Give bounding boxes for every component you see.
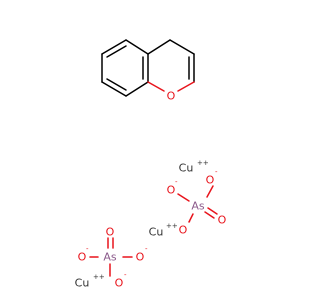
copper-symbol: Cu <box>149 226 164 239</box>
chromene-molecule: O <box>101 39 195 103</box>
copper-charge: ++ <box>197 159 209 167</box>
oxygen-label: O <box>206 174 215 187</box>
copper-charge: ++ <box>166 222 178 230</box>
structure-canvas: O Cu ++ As O - O - O O - Cu ++ As O O - <box>75 39 227 290</box>
double-bond <box>207 207 218 215</box>
oxygen-charge: - <box>175 178 178 186</box>
copper-ion-3: Cu ++ <box>75 273 105 290</box>
bond <box>177 193 190 202</box>
double-bond <box>106 45 127 58</box>
oxygen-charge: - <box>145 245 148 253</box>
copper-symbol: Cu <box>75 277 90 290</box>
bond <box>206 185 214 198</box>
oxygen-charge: - <box>188 218 191 226</box>
bond <box>169 39 195 55</box>
copper-ion-1: Cu ++ <box>179 159 209 175</box>
double-bond <box>204 211 215 219</box>
arsenate-ion-2: As O O - O - O - <box>78 226 148 290</box>
oxygen-label: O <box>78 251 87 264</box>
bond <box>147 39 171 55</box>
oxygen-charge: - <box>215 168 218 176</box>
oxygen-label: O <box>136 251 145 264</box>
bond <box>125 39 149 55</box>
bond <box>101 39 127 55</box>
copper-charge: ++ <box>93 273 105 281</box>
bond <box>147 81 165 92</box>
copper-symbol: Cu <box>179 162 194 175</box>
copper-ion-2: Cu ++ <box>149 222 178 239</box>
bond <box>177 81 195 92</box>
double-bond <box>106 78 127 91</box>
chemical-structure-diagram: O Cu ++ As O - O - O O - Cu ++ As O O - <box>75 39 227 290</box>
bond <box>188 213 194 223</box>
bond <box>125 81 149 97</box>
arsenic-symbol: As <box>103 251 117 264</box>
oxygen-label: O <box>106 226 115 239</box>
bond <box>101 81 127 97</box>
oxygen-label: O <box>179 224 188 237</box>
ring-oxygen-label: O <box>167 90 176 103</box>
oxygen-charge: - <box>124 271 127 279</box>
arsenic-symbol: As <box>191 200 205 213</box>
oxygen-label: O <box>167 184 176 197</box>
arsenate-ion-1: As O - O - O O - <box>167 168 227 237</box>
oxygen-charge: - <box>86 245 89 253</box>
oxygen-label: O <box>115 277 124 290</box>
oxygen-label: O <box>218 214 227 227</box>
